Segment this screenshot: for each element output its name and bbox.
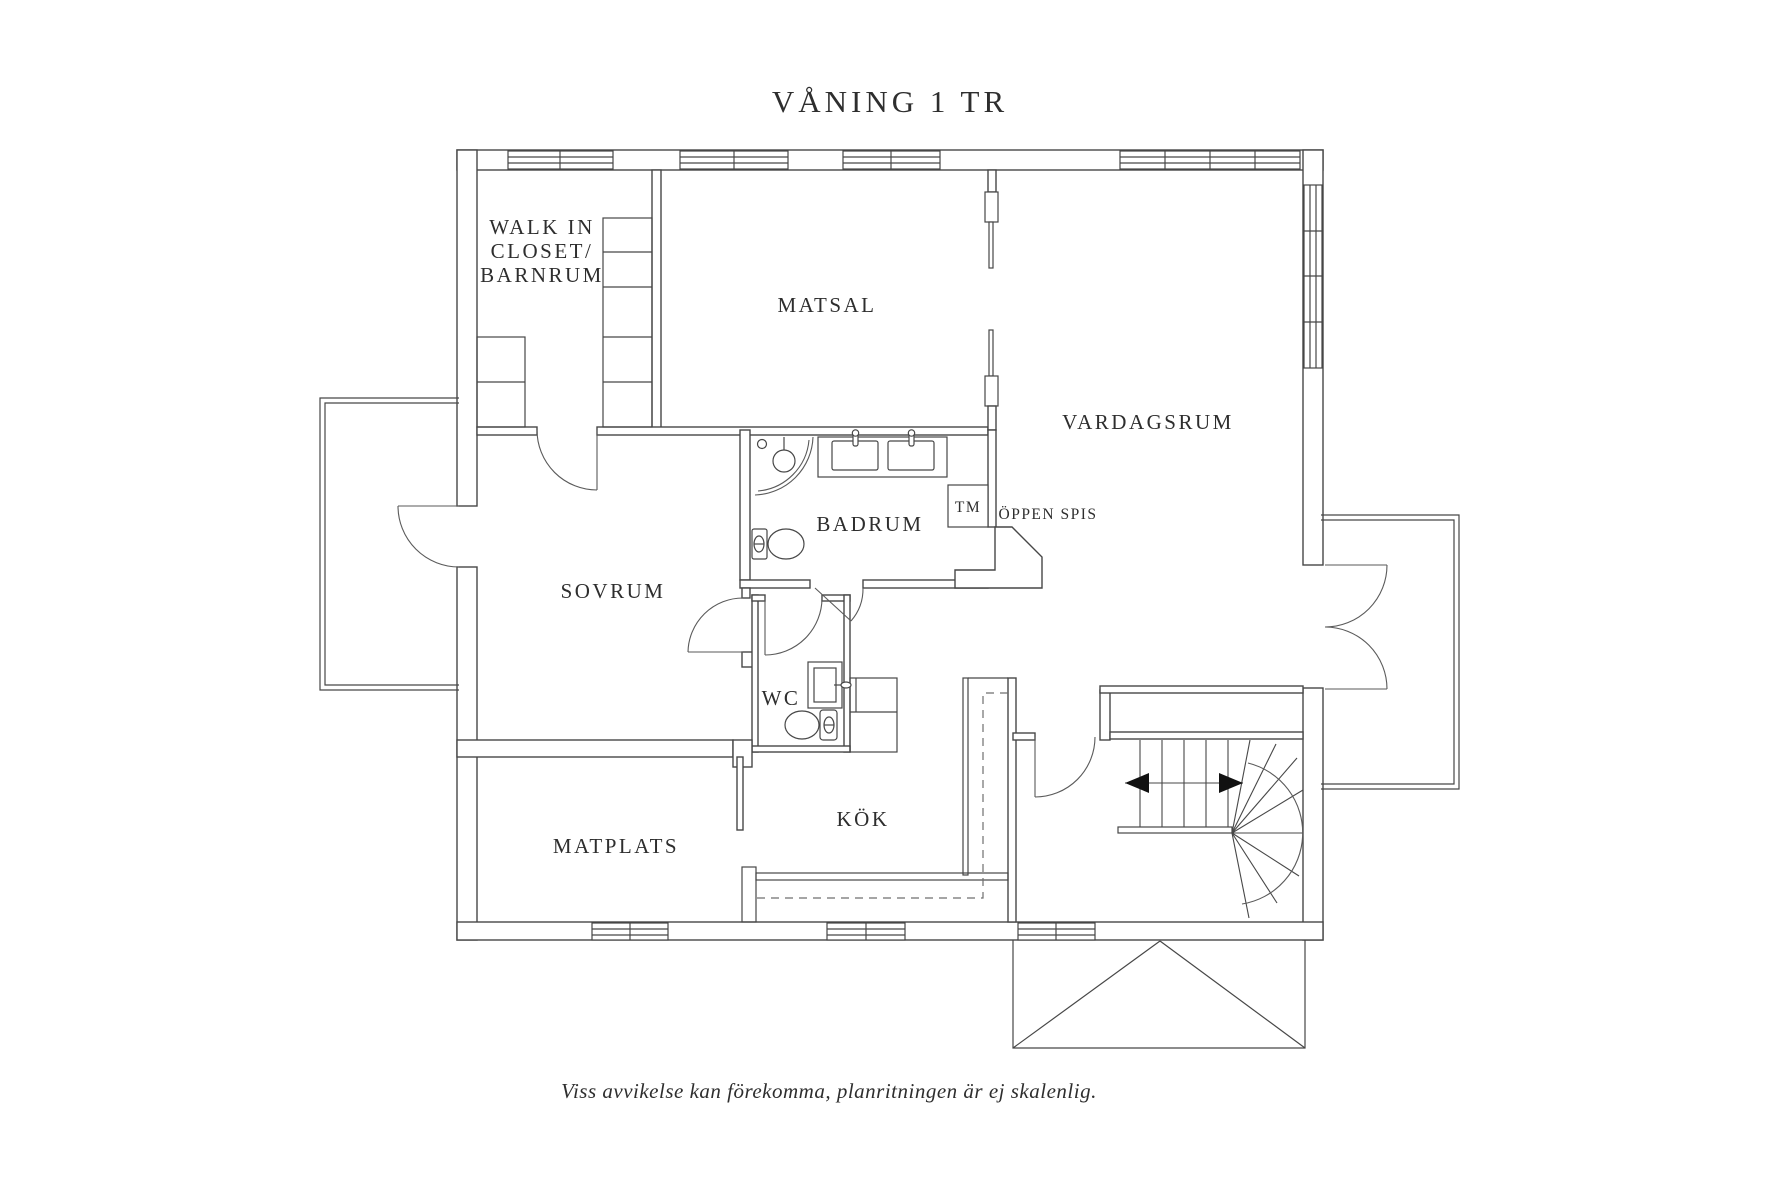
- window-kok: [826, 922, 906, 941]
- balconies: [319, 397, 1460, 790]
- disclaimer-text: Viss avvikelse kan förekomma, planritnin…: [561, 1079, 1097, 1103]
- windows: [507, 150, 1323, 941]
- page-title: VÅNING 1 TR: [772, 84, 1008, 119]
- wc-fixtures: [784, 661, 852, 741]
- label-kok: KÖK: [837, 807, 890, 831]
- shower: [754, 436, 814, 496]
- porch-roof: [1012, 940, 1306, 1049]
- door-stair-hall: [1034, 736, 1096, 798]
- door-sovrum: [687, 597, 744, 653]
- exterior-walls: [456, 149, 1324, 941]
- window-closet: [507, 150, 614, 170]
- door-closet: [536, 429, 598, 491]
- upper-cabinet-dashed-line: [753, 692, 1008, 899]
- stair-direction-arrows: [1125, 773, 1243, 793]
- label-vardagsrum: VARDAGSRUM: [1062, 410, 1234, 434]
- label-walk-in-closet-1: WALK IN: [489, 215, 595, 239]
- balcony-right: [1321, 514, 1460, 790]
- double-sink-counter: [817, 429, 948, 478]
- french-doors: [1324, 564, 1388, 690]
- balcony-left: [319, 397, 460, 691]
- shower-head: [772, 449, 796, 473]
- toilet-wc: [784, 709, 838, 741]
- interior-walls: [456, 169, 1304, 923]
- label-matsal: MATSAL: [777, 293, 876, 317]
- door-badrum: [814, 587, 864, 622]
- labels: VÅNING 1 TR WALK IN CLOSET/ BARNRUM MATS…: [480, 84, 1234, 1103]
- doors: [536, 429, 1096, 798]
- washing-machine: [947, 484, 989, 528]
- label-walk-in-closet-3: BARNRUM: [480, 263, 604, 287]
- stairs: [1117, 739, 1304, 919]
- window-matplats: [591, 922, 669, 941]
- label-tm: TM: [955, 499, 981, 516]
- label-wc: WC: [762, 686, 801, 710]
- badrum-fixtures: [751, 429, 948, 560]
- fireplace: [954, 526, 1043, 589]
- kitchen-counters: [741, 677, 1009, 923]
- door-wc: [764, 597, 823, 656]
- window-stair-hall: [1017, 922, 1096, 941]
- wc-sink: [807, 661, 852, 709]
- closet-shelves: [476, 217, 653, 428]
- toilet-badrum: [751, 528, 805, 560]
- label-badrum: BADRUM: [816, 512, 923, 536]
- window-matsal-right: [842, 150, 941, 170]
- window-matsal-left: [679, 150, 789, 170]
- stair-winder: [1231, 739, 1304, 919]
- label-sovrum: SOVRUM: [561, 579, 666, 603]
- window-vardagsrum-right: [1303, 184, 1323, 369]
- label-walk-in-closet-2: CLOSET/: [491, 239, 594, 263]
- label-oppen-spis: ÖPPEN SPIS: [999, 506, 1098, 523]
- label-matplats: MATPLATS: [553, 834, 679, 858]
- window-vardagsrum-top: [1119, 150, 1301, 170]
